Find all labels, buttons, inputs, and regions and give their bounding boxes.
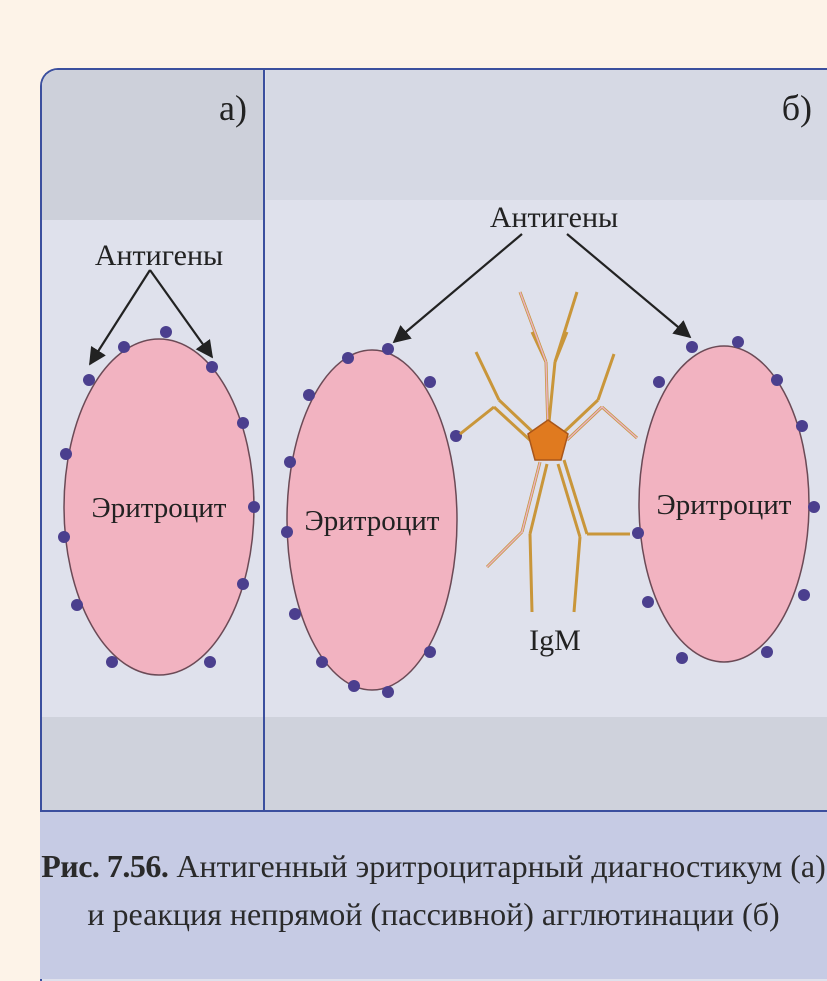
panel-b-top-band (266, 70, 827, 200)
antigen-dot (284, 456, 296, 468)
antigen-dot (206, 361, 218, 373)
antigen-dot (761, 646, 773, 658)
antigen-dot (160, 326, 172, 338)
antigen-dot (237, 578, 249, 590)
panel-a-label: а) (219, 88, 247, 128)
antigen-dot (808, 501, 820, 513)
antigen-dot (289, 608, 301, 620)
antigen-dot (71, 599, 83, 611)
antigen-dot (450, 430, 462, 442)
antigen-dot (204, 656, 216, 668)
antigen-dot (382, 343, 394, 355)
caption-line-1-text: Антигенный эритроцитарный диагностикум (… (176, 848, 825, 884)
antigen-dot (60, 448, 72, 460)
panel-b-left-erythrocyte-label: Эритроцит (305, 505, 440, 537)
antigen-dot (342, 352, 354, 364)
antigen-dot (58, 531, 70, 543)
panel-b-right-erythrocyte-label: Эритроцит (657, 489, 792, 521)
antigen-dot (732, 336, 744, 348)
antigen-dot (424, 646, 436, 658)
antigen-dot (248, 501, 260, 513)
antigen-dot (382, 686, 394, 698)
antigen-dot (798, 589, 810, 601)
caption-line-2: и реакция непрямой (пассивной) агглютина… (40, 890, 827, 938)
diagram-canvas: а) Антигены Эритроцит б) Антигены Эритро… (42, 70, 827, 812)
antigen-dot (632, 527, 644, 539)
antigen-dot (83, 374, 95, 386)
antigen-dot (348, 680, 360, 692)
antigen-dot (424, 376, 436, 388)
panel-b-antigens-label: Антигены (490, 201, 618, 234)
antigen-dot (676, 652, 688, 664)
antigen-dot (118, 341, 130, 353)
antigen-dot (642, 596, 654, 608)
antigen-dot (796, 420, 808, 432)
panel-b-label: б) (782, 88, 812, 128)
antigen-dot (281, 526, 293, 538)
antigen-dot (686, 341, 698, 353)
caption-figure-number: Рис. 7.56. (41, 848, 168, 884)
antigen-dot (771, 374, 783, 386)
caption-line-1: Рис. 7.56. Антигенный эритроцитарный диа… (40, 842, 827, 890)
panel-a-erythrocyte-label: Эритроцит (92, 492, 227, 524)
antigen-dot (316, 656, 328, 668)
antigen-dot (653, 376, 665, 388)
antigen-dot (106, 656, 118, 668)
figure-caption: Рис. 7.56. Антигенный эритроцитарный диа… (40, 810, 827, 979)
igm-label: IgM (529, 624, 581, 657)
antigen-dot (303, 389, 315, 401)
panel-a-antigens-label: Антигены (95, 239, 223, 272)
antigen-dot (237, 417, 249, 429)
bottom-band (42, 717, 827, 812)
